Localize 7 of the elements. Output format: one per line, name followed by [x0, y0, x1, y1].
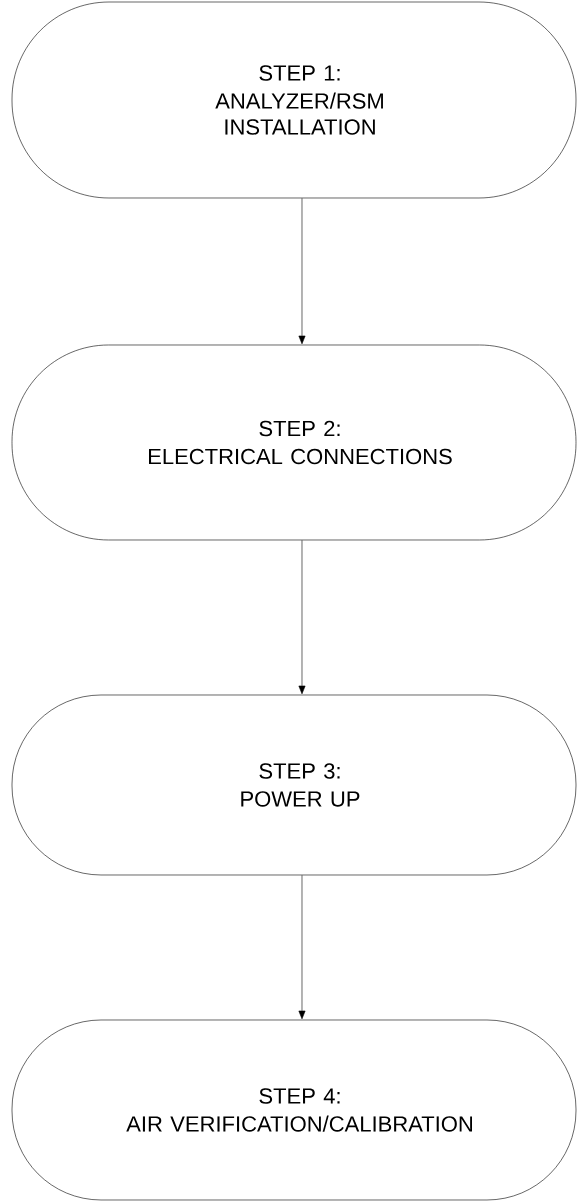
arrow: [298, 875, 306, 1020]
process-box: STEP 2: ELECTRICAL CONNECTIONS: [11, 344, 577, 541]
process-box: STEP 3: POWER UP: [11, 694, 577, 876]
arrow: [298, 198, 306, 345]
process-box: STEP 1: ANALYZER/RSM INSTALLATION: [11, 1, 577, 199]
arrow: [298, 540, 306, 695]
process-box: STEP 4: AIR VERIFICATION/CALIBRATION: [11, 1019, 577, 1201]
